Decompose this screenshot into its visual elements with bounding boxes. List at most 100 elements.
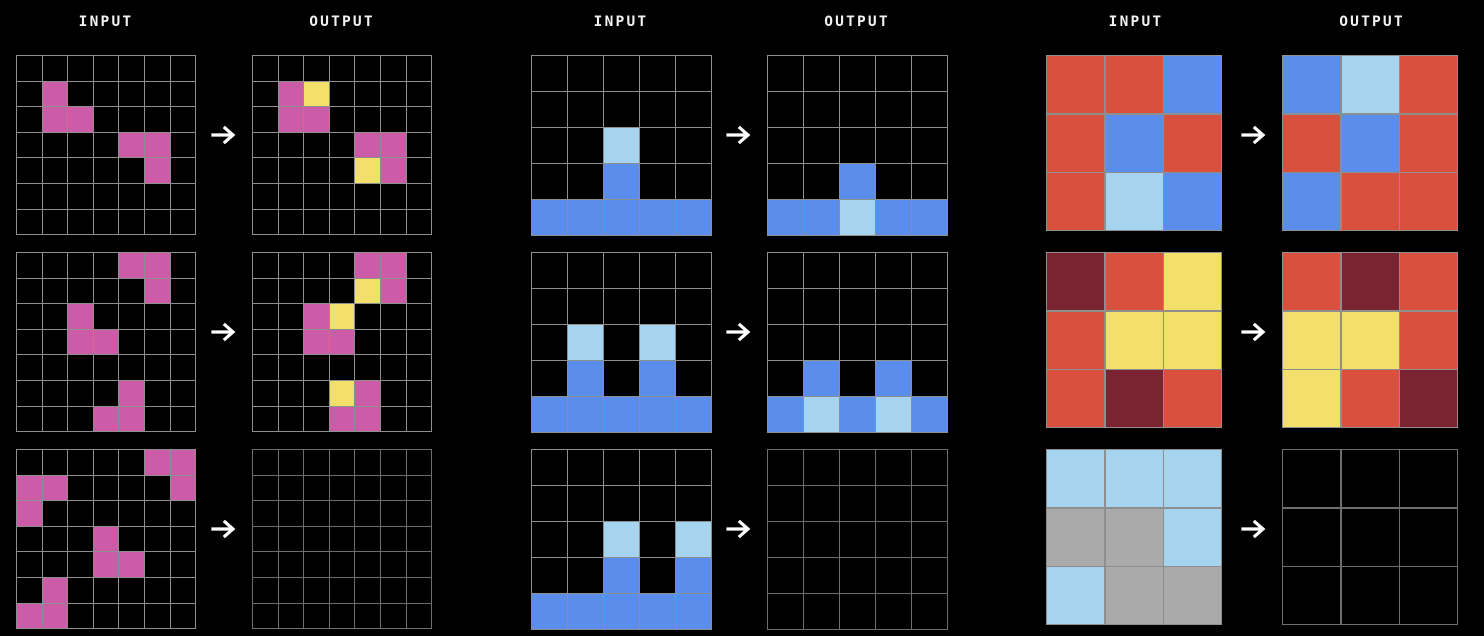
test-output-grid[interactable] <box>1282 449 1458 625</box>
grid-cell[interactable] <box>1047 311 1104 369</box>
grid-cell[interactable] <box>1341 567 1399 624</box>
grid-cell[interactable] <box>912 164 947 199</box>
grid-cell[interactable] <box>840 56 875 91</box>
grid-cell[interactable] <box>876 92 911 127</box>
grid-cell[interactable] <box>768 397 803 432</box>
input-grid[interactable] <box>1046 55 1222 231</box>
grid-cell[interactable] <box>640 253 675 288</box>
grid-cell[interactable] <box>42 329 68 355</box>
grid-cell[interactable] <box>144 475 170 501</box>
grid-cell[interactable] <box>380 475 406 501</box>
grid-cell[interactable] <box>676 558 711 593</box>
grid-cell[interactable] <box>170 329 196 355</box>
grid-cell[interactable] <box>676 253 711 288</box>
input-grid-wrap[interactable] <box>531 252 712 433</box>
grid-cell[interactable] <box>1164 311 1221 369</box>
grid-cell[interactable] <box>676 361 711 396</box>
grid-cell[interactable] <box>17 253 42 278</box>
grid-cell[interactable] <box>912 361 947 396</box>
input-grid[interactable] <box>16 252 197 433</box>
grid-cell[interactable] <box>93 501 119 526</box>
grid-cell[interactable] <box>93 552 119 577</box>
grid-cell[interactable] <box>1105 253 1163 310</box>
grid-cell[interactable] <box>42 406 68 432</box>
grid-cell[interactable] <box>676 128 711 163</box>
grid-cell[interactable] <box>768 361 803 396</box>
grid-cell[interactable] <box>68 209 93 235</box>
grid-cell[interactable] <box>1283 311 1340 369</box>
grid-cell[interactable] <box>253 603 278 629</box>
grid-cell[interactable] <box>840 361 875 396</box>
grid-cell[interactable] <box>804 164 839 199</box>
grid-cell[interactable] <box>804 128 839 163</box>
grid-cell[interactable] <box>380 278 406 304</box>
grid-cell[interactable] <box>380 603 406 629</box>
grid-cell[interactable] <box>278 501 304 526</box>
grid-cell[interactable] <box>804 558 839 593</box>
grid-cell[interactable] <box>406 209 432 235</box>
grid-cell[interactable] <box>1283 114 1340 172</box>
grid-cell[interactable] <box>355 158 380 183</box>
grid-cell[interactable] <box>840 594 875 629</box>
grid-cell[interactable] <box>68 158 93 183</box>
grid-cell[interactable] <box>804 522 839 557</box>
grid-cell[interactable] <box>68 380 93 406</box>
grid-cell[interactable] <box>278 158 304 183</box>
grid-cell[interactable] <box>676 92 711 127</box>
output-grid-wrap[interactable] <box>1282 55 1458 231</box>
grid-cell[interactable] <box>278 209 304 235</box>
grid-cell[interactable] <box>840 486 875 521</box>
grid-cell[interactable] <box>406 501 432 526</box>
grid-cell[interactable] <box>912 522 947 557</box>
input-grid[interactable] <box>1046 252 1222 428</box>
output-grid[interactable] <box>1282 55 1458 231</box>
grid-cell[interactable] <box>144 158 170 183</box>
grid-cell[interactable] <box>406 577 432 603</box>
grid-cell[interactable] <box>640 594 675 629</box>
grid-cell[interactable] <box>568 92 603 127</box>
grid-cell[interactable] <box>1400 508 1457 566</box>
grid-cell[interactable] <box>380 406 406 432</box>
grid-cell[interactable] <box>119 81 144 107</box>
grid-cell[interactable] <box>912 486 947 521</box>
grid-cell[interactable] <box>42 304 68 329</box>
grid-cell[interactable] <box>42 107 68 132</box>
grid-cell[interactable] <box>304 577 329 603</box>
grid-cell[interactable] <box>912 558 947 593</box>
grid-cell[interactable] <box>1283 173 1340 230</box>
grid-cell[interactable] <box>604 253 639 288</box>
grid-cell[interactable] <box>604 361 639 396</box>
grid-cell[interactable] <box>380 253 406 278</box>
output-grid-wrap[interactable] <box>1282 252 1458 428</box>
grid-cell[interactable] <box>42 526 68 552</box>
grid-cell[interactable] <box>144 81 170 107</box>
grid-cell[interactable] <box>42 450 68 475</box>
grid-cell[interactable] <box>804 92 839 127</box>
grid-cell[interactable] <box>380 526 406 552</box>
grid-cell[interactable] <box>144 603 170 629</box>
grid-cell[interactable] <box>17 158 42 183</box>
grid-cell[interactable] <box>144 253 170 278</box>
grid-cell[interactable] <box>304 81 329 107</box>
grid-cell[interactable] <box>804 289 839 324</box>
grid-cell[interactable] <box>380 209 406 235</box>
grid-cell[interactable] <box>1341 370 1399 427</box>
grid-cell[interactable] <box>804 56 839 91</box>
grid-cell[interactable] <box>640 56 675 91</box>
output-grid[interactable] <box>767 55 948 236</box>
grid-cell[interactable] <box>93 209 119 235</box>
grid-cell[interactable] <box>1341 173 1399 230</box>
grid-cell[interactable] <box>42 577 68 603</box>
grid-cell[interactable] <box>804 450 839 485</box>
grid-cell[interactable] <box>876 325 911 360</box>
grid-cell[interactable] <box>1047 173 1104 230</box>
grid-cell[interactable] <box>876 450 911 485</box>
grid-cell[interactable] <box>406 450 432 475</box>
grid-cell[interactable] <box>144 304 170 329</box>
grid-cell[interactable] <box>68 253 93 278</box>
grid-cell[interactable] <box>1400 253 1457 310</box>
grid-cell[interactable] <box>68 450 93 475</box>
test-output-grid[interactable] <box>767 449 948 630</box>
grid-cell[interactable] <box>119 526 144 552</box>
grid-cell[interactable] <box>17 278 42 304</box>
